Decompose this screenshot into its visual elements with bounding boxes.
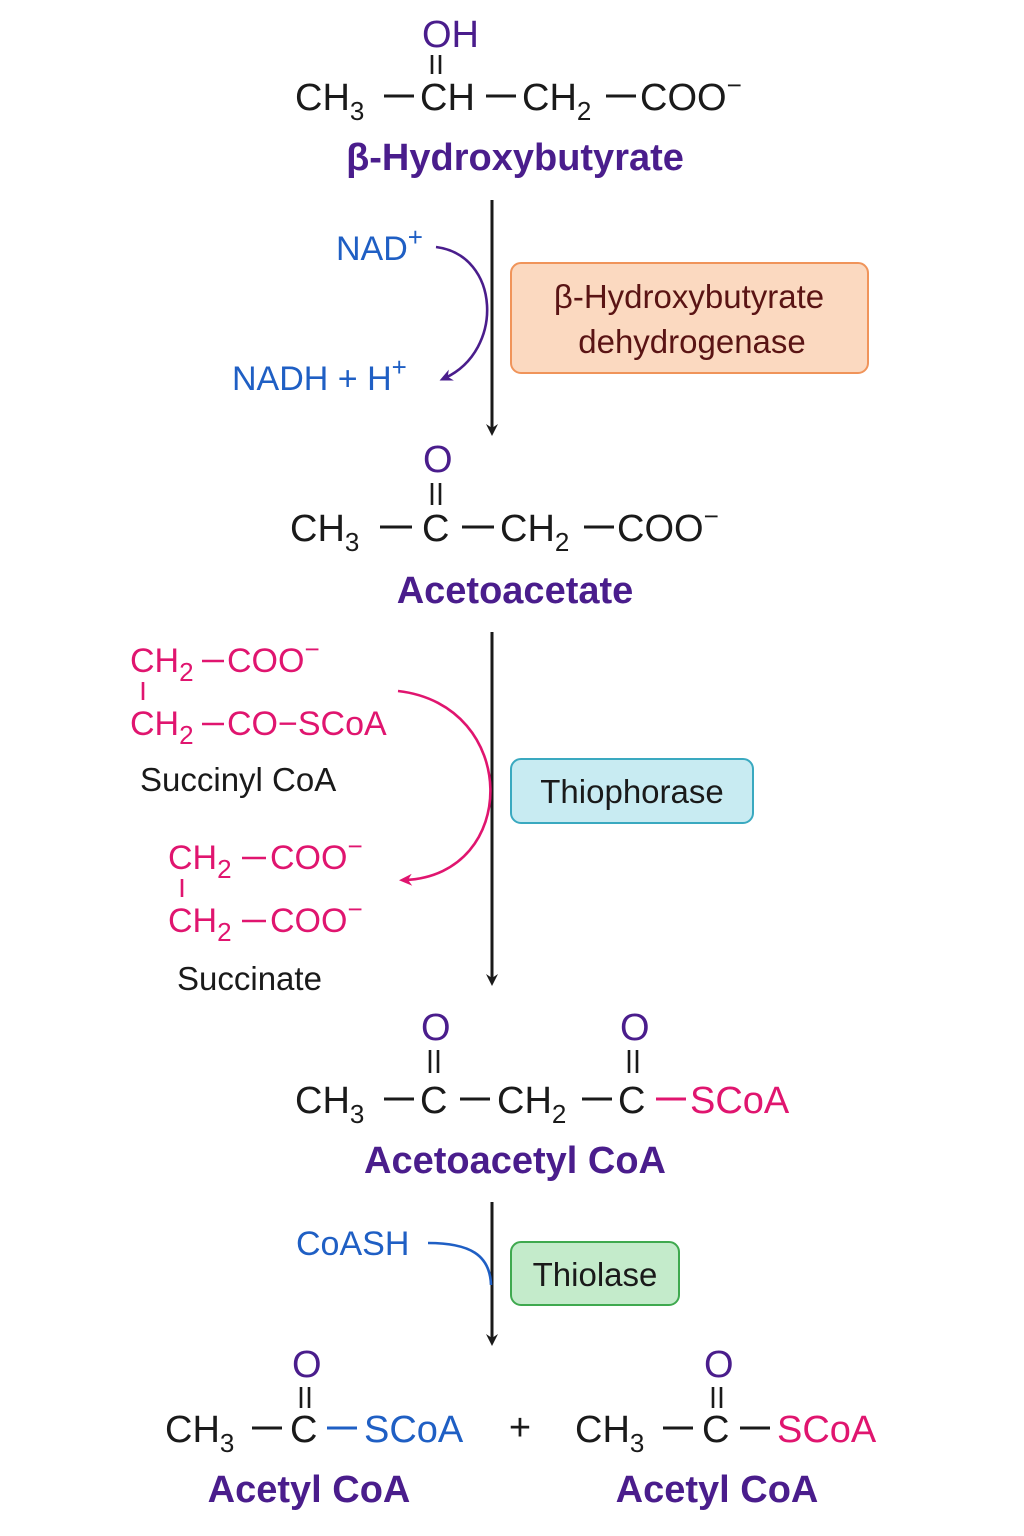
product-name-succinate: Succinate (177, 960, 322, 997)
carboxylate-group: COO− (617, 501, 719, 550)
cofactor-curve-arrow-1 (435, 245, 489, 381)
plus-sign: + (509, 1407, 531, 1449)
hydroxyl-group: OH (422, 14, 479, 56)
succinate-carboxylate-1: COO− (270, 831, 363, 877)
methyl-group: CH3 (295, 1080, 364, 1129)
methyl-group: CH3 (165, 1409, 234, 1458)
cofactor-curve-line (427, 1241, 493, 1286)
step2-reaction: CH2 COO− CH2 CO−SCoA Succinyl CoA CH2 CO… (130, 632, 754, 997)
acetoacetate-structure: O CH3 C CH2 COO− Acetoacetate (290, 439, 719, 612)
acetyl-coa-structure-1: O CH3 C SCoA Acetyl CoA (165, 1344, 464, 1511)
carbonyl-carbon-2: C (618, 1080, 645, 1122)
carbonyl-oxygen-2: O (620, 1007, 650, 1049)
hydroxy-carbon: CH (420, 77, 475, 119)
carbonyl-carbon: C (422, 508, 449, 550)
carbonyl-oxygen-1: O (421, 1007, 451, 1049)
acetyl-coa-structure-2: O CH3 C SCoA Acetyl CoA (575, 1344, 877, 1511)
enzyme-box-thiophorase (510, 758, 754, 824)
step3-reaction: CoASH Thiolase (296, 1202, 680, 1346)
methylene-group: CH2 (522, 77, 591, 126)
methylene-group: CH2 (497, 1080, 566, 1129)
succinate-methylene-1: CH2 (168, 839, 232, 884)
coa-group: SCoA (364, 1409, 464, 1451)
carbonyl-carbon: C (702, 1409, 729, 1451)
compound-name-acetoacetate: Acetoacetate (397, 570, 634, 612)
carbonyl-oxygen: O (292, 1344, 322, 1386)
succinyl-carboxylate: COO− (227, 634, 320, 680)
compound-name-acetoacetyl-coa: Acetoacetyl CoA (364, 1140, 666, 1182)
carboxylate-group: COO− (640, 70, 742, 119)
coa-group: SCoA (777, 1409, 877, 1451)
succinyl-methylene-2: CH2 (130, 705, 194, 750)
carbonyl-carbon-1: C (420, 1080, 447, 1122)
succinyl-thioester: CO−SCoA (227, 705, 387, 743)
beta-hydroxybutyrate-structure: OH CH3 CH CH2 COO− β-Hydroxybutyrate (295, 14, 742, 179)
enzyme-box-thiolase (510, 1241, 680, 1306)
carbonyl-carbon: C (290, 1409, 317, 1451)
enzyme-label-thiolase: Thiolase (533, 1256, 658, 1293)
enzyme-label-line2: dehydrogenase (578, 323, 806, 360)
methyl-group: CH3 (290, 508, 359, 557)
methyl-group: CH3 (295, 77, 364, 126)
succinate-structure: CH2 COO− CH2 COO− Succinate (168, 831, 363, 997)
coa-group: SCoA (690, 1080, 790, 1122)
carbonyl-oxygen: O (423, 439, 453, 481)
enzyme-box-beta-hydroxybutyrate-dehydrogenase (510, 262, 869, 374)
coa-transfer-curve-arrow (397, 689, 492, 886)
cofactor-nadh: NADH + H+ (232, 352, 407, 398)
methylene-group: CH2 (500, 508, 569, 557)
cofactor-coash: CoASH (296, 1225, 409, 1263)
methyl-group: CH3 (575, 1409, 644, 1458)
succinate-carboxylate-2: COO− (270, 894, 363, 940)
succinate-methylene-2: CH2 (168, 902, 232, 947)
acetoacetyl-coa-structure: O O CH3 C CH2 C SCoA Acetoacetyl CoA (295, 1007, 790, 1182)
compound-name-acetyl-coa-1: Acetyl CoA (208, 1469, 411, 1511)
succinyl-methylene-1: CH2 (130, 642, 194, 687)
succinyl-coa-structure: CH2 COO− CH2 CO−SCoA Succinyl CoA (130, 634, 387, 798)
compound-name-acetyl-coa-2: Acetyl CoA (616, 1469, 819, 1511)
step1-reaction: NAD+ NADH + H+ β-Hydroxybutyrate dehydro… (232, 200, 869, 436)
compound-name-beta-hydroxybutyrate: β-Hydroxybutyrate (346, 137, 684, 179)
carbonyl-oxygen: O (704, 1344, 734, 1386)
enzyme-label-line1: β-Hydroxybutyrate (554, 278, 824, 315)
cofactor-nad-plus: NAD+ (336, 222, 423, 268)
enzyme-label-thiophorase: Thiophorase (540, 773, 723, 810)
donor-name-succinyl-coa: Succinyl CoA (140, 761, 336, 798)
